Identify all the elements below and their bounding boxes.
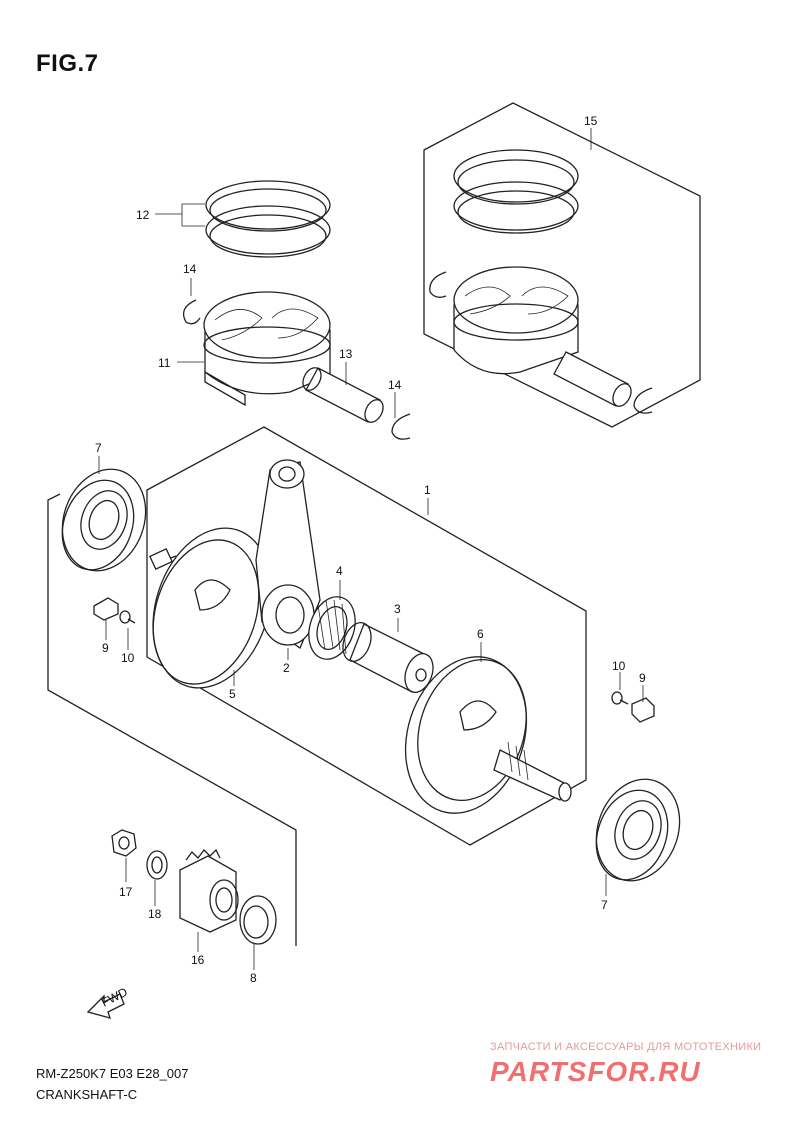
piston-kit-circlip-left <box>429 271 447 298</box>
watermark-tagline: ЗАПЧАСТИ И АКСЕССУАРЫ ДЛЯ МОТОТЕХНИКИ <box>490 1041 762 1053</box>
screw-right <box>611 691 629 705</box>
lock-washer-right <box>631 697 655 723</box>
fwd-arrow-icon: FWD <box>86 985 130 1019</box>
piston <box>203 291 331 407</box>
crank-flywheel-right <box>404 656 572 814</box>
figure-title: FIG.7 <box>36 50 99 77</box>
callout-1: 1 <box>424 483 431 497</box>
connecting-rod <box>255 459 321 649</box>
callout-18: 18 <box>148 907 162 921</box>
callout-12: 12 <box>136 208 150 222</box>
callout-9-left: 9 <box>102 641 109 655</box>
piston-rings <box>205 180 331 258</box>
callout-8: 8 <box>250 971 257 985</box>
callout-5: 5 <box>229 687 236 701</box>
circlip-right <box>391 413 411 440</box>
diagram-code: RM-Z250K7 E03 E28_007 <box>36 1066 189 1081</box>
circlip-left <box>182 299 201 325</box>
mounting-parts-group-outline <box>47 493 297 946</box>
callout-14-left: 14 <box>183 262 197 276</box>
piston-kit-group-outline <box>423 102 701 428</box>
watermark-logo: PARTSFOR.RU <box>490 1056 701 1087</box>
piston-pin <box>302 367 384 423</box>
lock-washer-left <box>93 597 119 621</box>
crankshaft-assy-group-outline <box>146 426 587 846</box>
crank-bearing-right <box>595 778 681 882</box>
crank-pin <box>342 622 434 693</box>
callout-16: 16 <box>191 953 205 967</box>
callout-14-right: 14 <box>388 378 402 392</box>
callout-4: 4 <box>336 564 343 578</box>
callout-10-left: 10 <box>121 651 135 665</box>
callout-3: 3 <box>394 602 401 616</box>
leader-lines <box>98 128 644 970</box>
callout-15: 15 <box>584 114 598 128</box>
callout-2: 2 <box>283 661 290 675</box>
crank-flywheel-left <box>149 527 272 689</box>
callout-7-right: 7 <box>601 898 608 912</box>
piston-kit-rings <box>453 149 579 234</box>
callout-6: 6 <box>477 627 484 641</box>
crank-nut-hole <box>118 836 130 850</box>
callout-13: 13 <box>339 347 353 361</box>
diagram-name: CRANKSHAFT-C <box>36 1087 138 1102</box>
piston-kit-piston <box>453 266 579 375</box>
piston-kit-pin <box>553 351 632 407</box>
crank-bearing-left <box>61 468 147 572</box>
callout-17: 17 <box>119 885 133 899</box>
callout-9-right: 9 <box>639 671 646 685</box>
primary-drive-gear <box>179 848 239 933</box>
callout-11: 11 <box>158 356 171 370</box>
callout-10-right: 10 <box>612 659 626 673</box>
screw-left <box>119 610 136 624</box>
callout-7-left: 7 <box>95 441 102 455</box>
oil-seal <box>239 895 277 945</box>
piston-kit-circlip-right <box>633 387 653 414</box>
crank-nut <box>111 829 137 857</box>
crank-washer <box>146 850 168 880</box>
